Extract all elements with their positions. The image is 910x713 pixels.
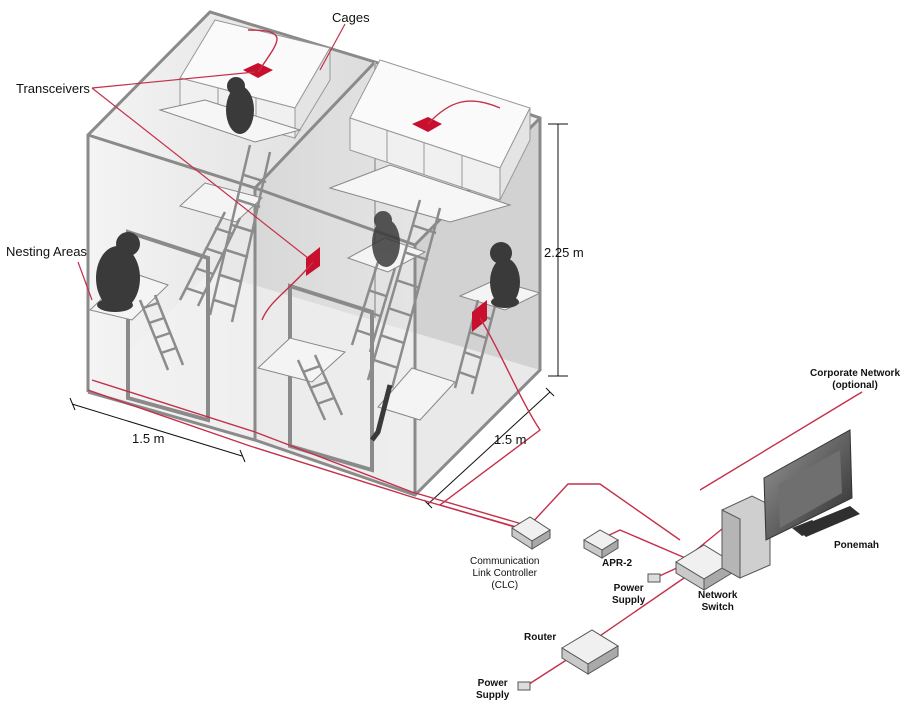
label-network-switch-line-2: Switch xyxy=(701,602,734,613)
label-width-dim: 1.5 m xyxy=(132,431,165,446)
animal-right-shelf xyxy=(372,211,400,267)
label-power-supply-2-line-2: Supply xyxy=(476,690,510,701)
label-apr2: APR-2 xyxy=(602,558,633,569)
label-corporate-network: Corporate Network (optional) xyxy=(810,368,900,392)
label-clc: Communication Link Controller (CLC) xyxy=(470,556,539,592)
label-network-switch: Network Switch xyxy=(698,590,737,614)
label-clc-line-1: Communication xyxy=(470,556,540,567)
label-leaders xyxy=(77,23,346,301)
label-clc-line-2: Link Controller xyxy=(472,568,537,579)
label-transceivers: Transceivers xyxy=(16,81,90,96)
label-corporate-network-line-2: (optional) xyxy=(832,380,878,391)
label-router: Router xyxy=(524,632,557,643)
label-height-dim: 2.25 m xyxy=(544,245,584,260)
animal-tail xyxy=(370,384,393,442)
animal-nesting-left xyxy=(96,232,140,312)
cage-left xyxy=(158,19,331,143)
transceiver-cage-right xyxy=(412,117,442,132)
dimension-lines xyxy=(69,123,568,509)
label-power-supply-1: Power Supply xyxy=(612,583,645,607)
transceiver-wall-left xyxy=(306,247,320,276)
ladders xyxy=(138,144,497,421)
transceivers xyxy=(243,63,487,332)
label-power-supply-2-line-1: Power xyxy=(477,678,508,689)
transceiver-wall-right xyxy=(472,300,487,332)
router-device xyxy=(561,629,619,675)
clc-device xyxy=(511,516,551,550)
label-network-switch-line-1: Network xyxy=(698,590,738,601)
computer-icon xyxy=(721,429,860,579)
label-depth-dim: 1.5 m xyxy=(494,432,527,447)
label-power-supply-1-line-1: Power xyxy=(613,583,644,594)
power-supply-1-device xyxy=(647,573,661,583)
label-ponemah: Ponemah xyxy=(834,540,880,551)
animal-cage-left xyxy=(226,77,254,134)
label-clc-line-3: (CLC) xyxy=(491,580,519,591)
animal-right-wall xyxy=(490,242,520,308)
apr2-device xyxy=(583,529,619,559)
cage-right xyxy=(328,59,531,223)
animal-icons xyxy=(96,77,520,442)
label-power-supply-2: Power Supply xyxy=(476,678,509,702)
label-nesting-areas: Nesting Areas xyxy=(6,244,87,259)
transceiver-cage-left xyxy=(243,63,273,78)
label-corporate-network-line-1: Corporate Network xyxy=(810,368,901,379)
label-power-supply-1-line-2: Supply xyxy=(612,595,646,606)
label-cages: Cages xyxy=(332,10,370,25)
power-supply-2-device xyxy=(517,681,531,691)
